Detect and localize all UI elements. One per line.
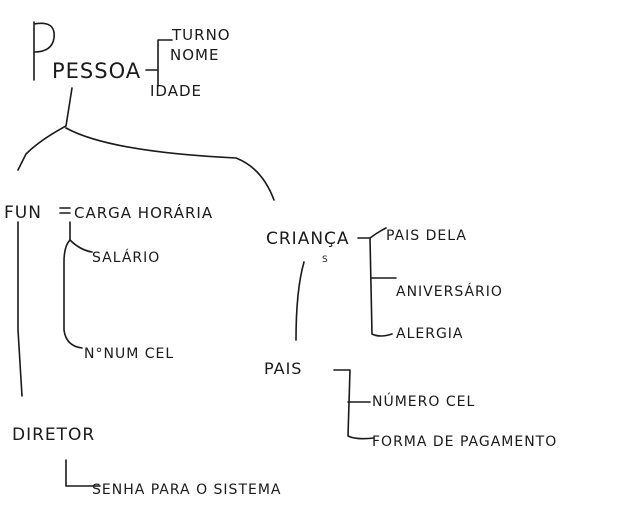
diretor-attr-senha: SENHA PARA O SISTEMA <box>92 482 282 498</box>
crianca-attr-alergia: ALERGIA <box>396 326 464 342</box>
fun-attr-num-cel: N°NUM CEL <box>84 346 174 362</box>
diretor-attr-bracket <box>65 459 101 487</box>
crianca-attr-pais-dela: PAIS DELA <box>386 228 467 244</box>
pessoa-attr-turno: TURNO <box>171 26 231 44</box>
pessoa-attr-nome: NOME <box>170 46 219 64</box>
pessoa-attr-idade: IDADE <box>150 82 202 100</box>
branch-crianca-pais <box>295 261 305 341</box>
diretor-label: DIRETOR <box>12 425 95 445</box>
crianca-subscript: S <box>322 255 329 265</box>
pais-label: PAIS <box>264 359 302 378</box>
pais-attr-forma-pagamento: FORMA DE PAGAMENTO <box>372 434 557 450</box>
crianca-attr-aniversario: ANIVERSÁRIO <box>396 283 503 300</box>
pessoa-label: PESSOA <box>52 59 141 83</box>
crianca-label: CRIANÇA <box>266 229 350 249</box>
pessoa-attr-bracket <box>145 39 173 87</box>
pessoa-p-glyph <box>33 21 55 81</box>
fun-attr-bracket-tick <box>69 239 93 253</box>
fun-equals-sign <box>59 207 71 214</box>
branch-pessoa-fun <box>17 87 73 171</box>
branch-fun-diretor <box>17 221 23 397</box>
fun-attr-carga-horaria: CARGA HORÁRIA <box>74 203 213 222</box>
fun-label: FUN <box>4 203 42 223</box>
pais-attr-numero-cel: NÚMERO CEL <box>372 392 475 410</box>
pais-attr-bracket <box>333 369 375 440</box>
crianca-attr-bracket <box>357 227 397 337</box>
branch-pessoa-crianca <box>65 127 275 201</box>
fun-attr-bracket <box>63 221 83 349</box>
fun-attr-salario: SALÁRIO <box>92 249 160 266</box>
